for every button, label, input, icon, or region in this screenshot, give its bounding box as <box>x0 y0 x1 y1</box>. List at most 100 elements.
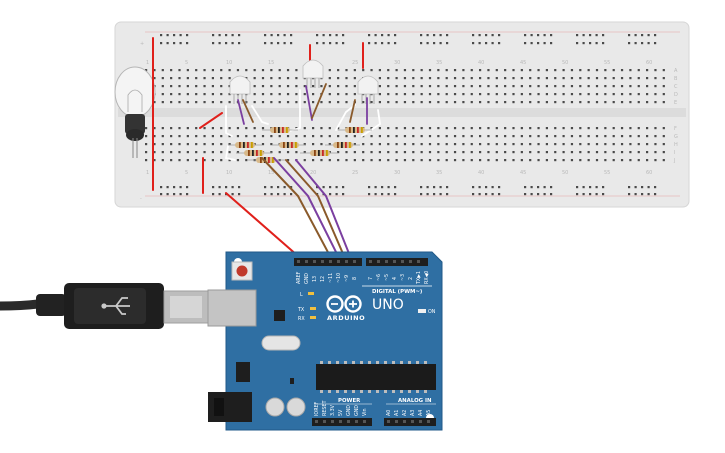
breadboard-hole <box>445 127 448 130</box>
pin-label: RX◀0 <box>424 271 430 284</box>
col-num: 40 <box>478 170 484 176</box>
top-pin-labels: AREF GND 13 12 ~11 ~10 ~9 8 7 ~6 ~5 4 ~3… <box>296 271 430 285</box>
breadboard-hole <box>203 85 206 88</box>
voltage-regulator <box>236 362 250 382</box>
breadboard-hole <box>420 193 423 196</box>
breadboard-hole <box>170 85 173 88</box>
breadboard-hole <box>186 135 189 138</box>
breadboard-hole <box>472 186 475 189</box>
breadboard-hole <box>195 151 198 154</box>
breadboard-hole <box>345 151 348 154</box>
row-letter: C <box>674 84 678 90</box>
breadboard-hole <box>620 159 624 162</box>
breadboard-hole <box>218 193 221 196</box>
uno-model-text: UNO <box>372 297 404 313</box>
resistor-band <box>314 150 316 156</box>
breadboard-hole <box>220 101 223 104</box>
breadboard-hole <box>153 101 156 104</box>
breadboard-hole <box>368 193 371 196</box>
breadboard-hole <box>620 77 624 80</box>
power-jack-front <box>214 398 224 416</box>
breadboard-hole <box>654 127 657 130</box>
breadboard-hole <box>328 159 331 162</box>
breadboard-hole <box>378 101 381 104</box>
breadboard-hole <box>328 77 331 80</box>
breadboard-hole <box>153 151 156 154</box>
breadboard-hole <box>485 42 488 45</box>
breadboard-hole <box>353 77 356 80</box>
breadboard-hole <box>530 42 533 45</box>
breadboard-hole <box>412 69 415 72</box>
breadboard-hole <box>228 143 231 146</box>
breadboard-hole <box>579 159 582 162</box>
breadboard-hole <box>453 135 457 138</box>
resistor-band <box>353 127 355 133</box>
white-wire <box>251 105 269 125</box>
usb-cable-strain-relief <box>36 294 66 316</box>
breadboard-hole <box>612 143 615 146</box>
col-num: 1 <box>146 60 149 66</box>
breadboard-hole <box>277 42 280 45</box>
breadboard-hole <box>420 143 423 146</box>
breadboard-hole <box>504 69 507 72</box>
breadboard-hole <box>253 77 256 80</box>
led-label-tx: TX <box>297 307 305 313</box>
breadboard-hole <box>228 151 231 154</box>
resistor-band <box>274 127 276 133</box>
breadboard-hole <box>647 193 650 196</box>
breadboard-hole <box>562 159 565 162</box>
breadboard-hole <box>403 135 407 138</box>
breadboard-hole <box>562 151 565 154</box>
col-num: 40 <box>478 60 484 66</box>
breadboard-hole <box>620 151 624 154</box>
breadboard-hole <box>512 85 515 88</box>
breadboard-hole <box>378 85 381 88</box>
breadboard-hole <box>378 151 381 154</box>
led-label-rx: RX <box>298 316 305 322</box>
reset-button[interactable] <box>236 265 248 277</box>
breadboard-hole <box>170 93 173 96</box>
breadboard-hole <box>337 77 340 80</box>
breadboard-hole <box>524 34 527 37</box>
breadboard-hole <box>374 34 377 37</box>
breadboard-hole <box>446 193 449 196</box>
capacitor <box>265 397 285 417</box>
breadboard-hole <box>537 151 540 154</box>
breadboard-hole <box>487 93 490 96</box>
breadboard-hole <box>498 34 501 37</box>
breadboard-hole <box>604 85 607 88</box>
breadboard-hole <box>160 34 163 37</box>
breadboard-hole <box>161 143 164 146</box>
breadboard-hole <box>403 101 407 104</box>
breadboard-hole <box>220 127 223 130</box>
breadboard-hole <box>562 93 565 96</box>
breadboard-hole <box>504 143 507 146</box>
rail-minus-label: - <box>140 196 142 202</box>
chip-pins-bottom <box>320 390 427 393</box>
breadboard-hole <box>654 85 657 88</box>
breadboard-hole <box>342 34 345 37</box>
breadboard-hole <box>231 186 234 189</box>
breadboard-hole <box>576 42 579 45</box>
breadboard-hole <box>604 127 607 130</box>
breadboard-hole <box>445 93 448 96</box>
breadboard-hole <box>637 159 640 162</box>
breadboard-hole <box>378 143 381 146</box>
breadboard-hole <box>470 93 473 96</box>
breadboard-hole <box>170 143 173 146</box>
breadboard-hole <box>161 69 164 72</box>
breadboard-hole <box>470 77 473 80</box>
digital-header-2 <box>366 258 428 266</box>
breadboard-hole <box>470 101 473 104</box>
breadboard-hole <box>211 127 214 130</box>
breadboard-hole <box>433 193 436 196</box>
breadboard-hole <box>478 34 481 37</box>
resistor-band <box>286 127 288 133</box>
breadboard-hole <box>253 85 256 88</box>
breadboard-hole <box>278 69 281 72</box>
breadboard-hole <box>478 42 481 45</box>
col-num: 50 <box>562 170 568 176</box>
breadboard-hole <box>641 34 644 37</box>
breadboard-hole <box>462 151 465 154</box>
breadboard-hole <box>654 101 657 104</box>
